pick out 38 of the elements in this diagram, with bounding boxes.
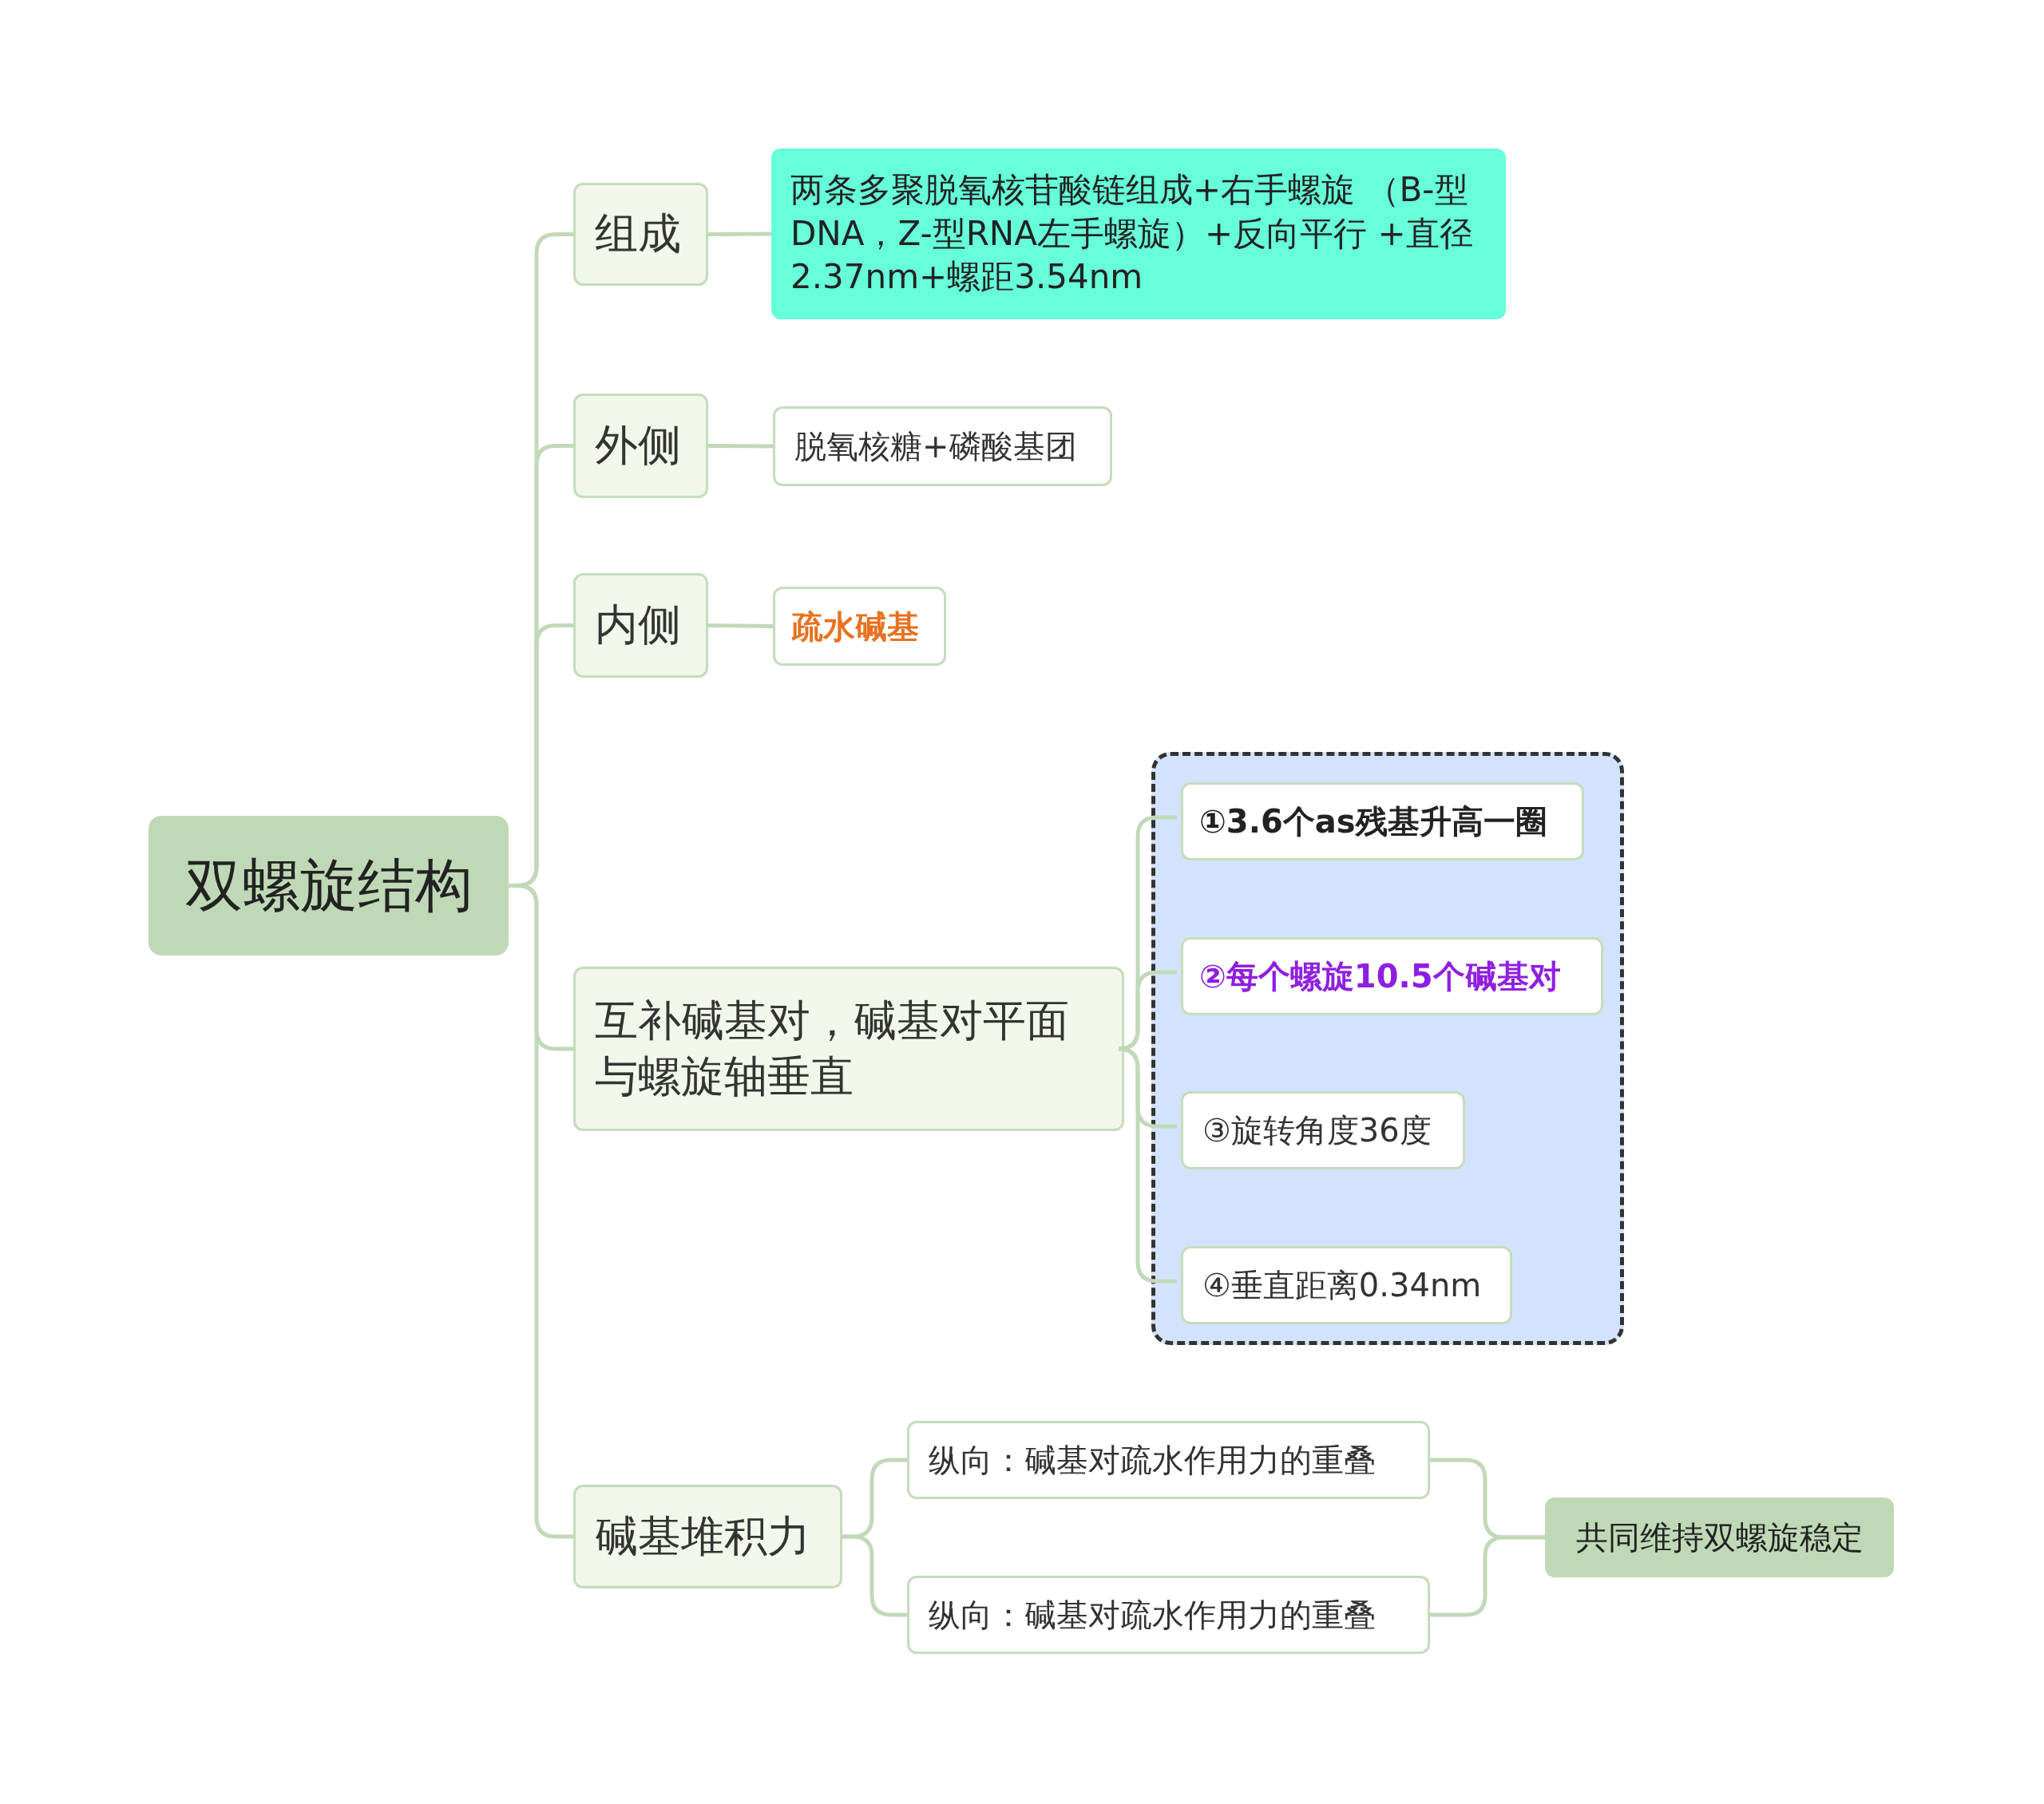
connector-line (842, 1534, 907, 1617)
topic-text: 疏水碱基 (791, 607, 919, 647)
subtopic-box (907, 1576, 1430, 1654)
subtopic-box (1181, 937, 1603, 1015)
topic-text: 纵向：碱基对疏水作用力的重叠 (929, 1596, 1376, 1635)
topic-text: 两条多聚脱氧核苷酸链组成+右手螺旋 （B-型DNA，Z-型RNA左手螺旋）+反向平行 +直径2.37nm+螺距3.54nm (790, 169, 1474, 299)
topic-box (573, 967, 1124, 1131)
subtopic-box (773, 406, 1112, 486)
topic-text: 碱基堆积力 (595, 1509, 810, 1563)
subtopic-box (1181, 1091, 1465, 1169)
topic-text: 互补碱基对，碱基对平面与螺旋轴垂直 (595, 994, 1070, 1103)
topic-text: 双螺旋结构 (184, 850, 473, 920)
topic-text: ④垂直距离0.34nm (1202, 1266, 1482, 1305)
connector-line (1430, 1535, 1545, 1617)
topic-box (573, 394, 708, 498)
subtopic-box (1181, 782, 1584, 860)
subtopic-box (907, 1421, 1430, 1499)
topic-text: 纵向：碱基对疏水作用力的重叠 (929, 1441, 1376, 1480)
topic-text: 组成 (595, 208, 681, 261)
topic-box (573, 573, 708, 678)
topic-text: ③旋转角度36度 (1202, 1111, 1432, 1150)
topic-box (573, 1485, 842, 1588)
subtopic-box (773, 587, 946, 666)
subtopic-box (1181, 1246, 1512, 1324)
connector-line (708, 231, 771, 236)
topic-text: 共同维持双螺旋稳定 (1575, 1518, 1864, 1557)
connector-line (708, 444, 773, 449)
central-topic-box (149, 816, 509, 955)
topic-text: 外侧 (595, 419, 681, 473)
topic-box (573, 183, 708, 286)
topic-box (771, 148, 1506, 319)
boundary-box (1151, 752, 1624, 1345)
topic-text: ①3.6个as残基升高一圈 (1199, 802, 1547, 841)
topic-text: ②每个螺旋10.5个碱基对 (1199, 957, 1561, 996)
summary-box (1545, 1497, 1894, 1577)
connector-line (707, 623, 774, 628)
topic-text: 脱氧核糖+磷酸基团 (794, 427, 1077, 466)
topic-text: 内侧 (595, 599, 681, 652)
